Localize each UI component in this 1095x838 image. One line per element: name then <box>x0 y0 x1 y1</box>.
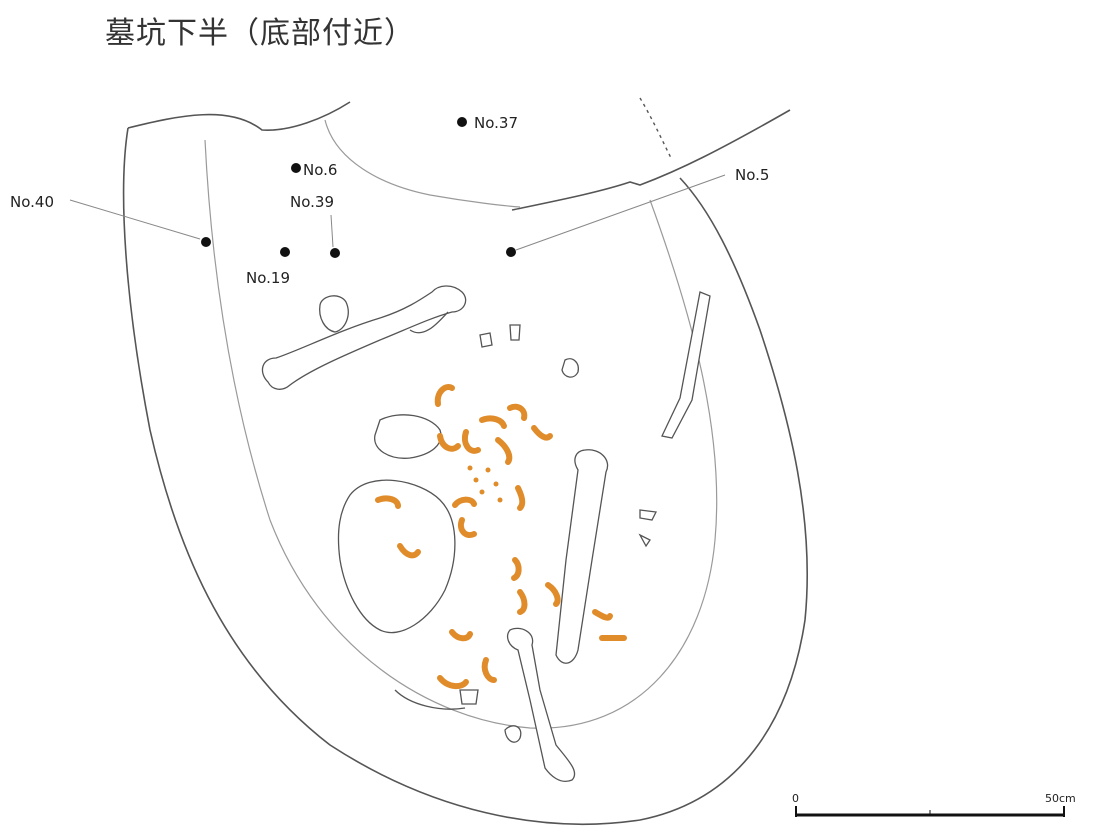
rib-bone-2 <box>409 311 449 334</box>
small-bone-4 <box>639 509 657 521</box>
label-no5: No.5 <box>735 166 769 184</box>
tibia-center <box>507 627 576 782</box>
femur-bone <box>261 285 467 390</box>
leader-no39 <box>330 214 334 248</box>
pit-outer-outline <box>122 127 809 825</box>
rib-bone <box>394 689 466 710</box>
small-bone-1 <box>561 358 579 378</box>
small-bone-6 <box>509 324 521 341</box>
small-bone-2 <box>459 689 479 705</box>
long-bone-right <box>661 291 711 439</box>
bones-group <box>261 285 711 782</box>
marker-no5 <box>506 247 516 257</box>
label-no37: No.37 <box>474 114 518 132</box>
marker-no37 <box>457 117 467 127</box>
marker-no40 <box>201 237 211 247</box>
label-no40: No.40 <box>10 193 54 211</box>
leader-no40 <box>69 199 201 240</box>
skull-fragments <box>337 479 456 634</box>
marker-no6 <box>291 163 301 173</box>
scale-label-start: 0 <box>792 792 799 805</box>
pit-right-edge <box>511 109 791 211</box>
bone-fragment <box>319 295 349 333</box>
marker-no19 <box>280 247 290 257</box>
pelvis-fragment <box>374 414 442 459</box>
small-bone-5 <box>638 533 651 548</box>
label-no6: No.6 <box>303 161 337 179</box>
figure-title: 墓坑下半（底部付近） <box>105 16 415 51</box>
pit-floor-line <box>204 139 718 729</box>
shell-ornaments <box>375 384 627 690</box>
marker-no39 <box>330 248 340 258</box>
pit-dashed-edge <box>639 97 673 161</box>
markers <box>201 117 516 258</box>
label-no19: No.19 <box>246 269 290 287</box>
leader-no5 <box>515 174 726 251</box>
scale-label-end: 50cm <box>1045 792 1076 805</box>
femur-center <box>555 449 609 664</box>
leader-lines <box>69 174 726 251</box>
label-no39: No.39 <box>290 193 334 211</box>
small-bone-7 <box>479 332 493 348</box>
small-bone-3 <box>504 725 522 743</box>
scale-bar <box>795 806 1065 817</box>
pit-top-edge <box>127 101 351 131</box>
pit-upper-inner-line <box>324 119 521 208</box>
shell-beads <box>467 465 503 503</box>
